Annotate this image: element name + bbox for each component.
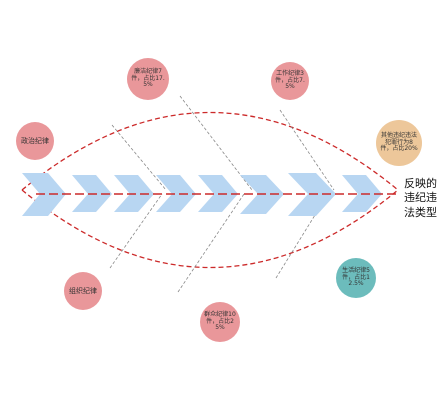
category-life-discipline: 生活纪律5件，占比12.5% [336, 258, 376, 298]
category-political-discipline-text: 政治纪律 [21, 136, 49, 145]
bone-upper-1 [111, 124, 167, 191]
category-life-discipline-text: 生活纪律5件，占比12.5% [342, 266, 370, 288]
bone-upper-3 [279, 109, 335, 191]
bone-lower-1 [109, 193, 163, 269]
fish-contour-top [21, 111, 399, 191]
category-political-discipline: 政治纪律 [16, 122, 54, 160]
category-other-violations: 其他违纪违法犯罪行为8件，占比20% [376, 120, 422, 166]
category-other-violations-text: 其他违纪违法犯罪行为8件，占比20% [380, 131, 418, 153]
category-organizational-discipline: 组织纪律 [64, 272, 102, 310]
category-integrity-discipline: 廉洁纪律7件，占比17.5% [127, 58, 169, 100]
category-mass-discipline: 群众纪律10件，占比25% [200, 302, 240, 342]
category-integrity-discipline-text: 廉洁纪律7件，占比17.5% [131, 67, 165, 89]
category-work-discipline: 工作纪律3件，占比7.5% [271, 62, 309, 100]
category-organizational-discipline-text: 组织纪律 [69, 286, 97, 295]
category-mass-discipline-text: 群众纪律10件，占比25% [204, 310, 236, 332]
fish-contour-bottom [21, 189, 399, 269]
fish-head-label: 反映的违纪违法类型 [404, 177, 437, 219]
spine-chevron-3 [156, 175, 196, 212]
category-work-discipline-text: 工作纪律3件，占比7.5% [275, 69, 305, 91]
